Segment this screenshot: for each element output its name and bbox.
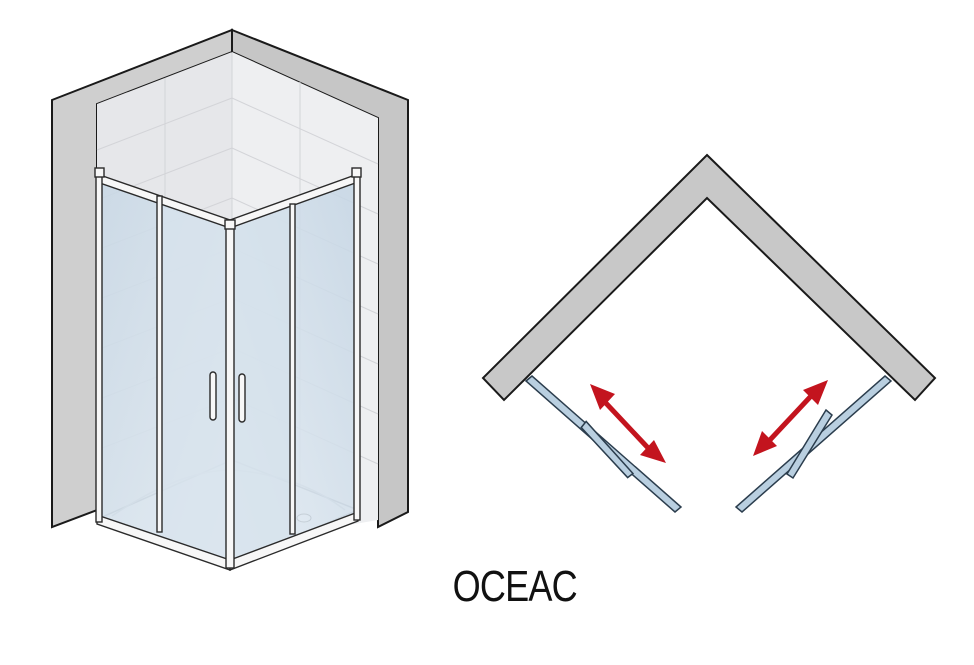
plan-glass-right-sliding — [785, 408, 833, 480]
slide-arrow-left — [590, 384, 666, 463]
glass-left — [100, 180, 230, 565]
plan-glass-left-sliding — [580, 420, 635, 479]
handle-right — [238, 373, 246, 423]
handle-left — [209, 371, 217, 421]
slide-arrows — [590, 380, 828, 463]
frame-profiles — [94, 167, 362, 572]
shower-plan-view — [481, 153, 937, 513]
door-handles — [209, 371, 246, 423]
plan-glass — [524, 375, 893, 513]
product-name-label: OCEAC — [452, 562, 578, 611]
shower-3d-view — [51, 28, 409, 572]
slide-arrow-right — [753, 380, 828, 456]
plan-walls — [481, 153, 937, 402]
